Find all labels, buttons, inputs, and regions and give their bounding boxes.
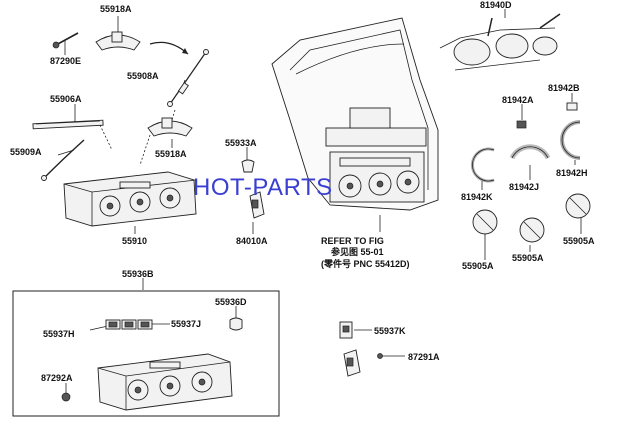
- label-81942J: 81942J: [509, 182, 540, 192]
- direction-arrow: [149, 41, 189, 55]
- rod-55906A: [32, 119, 104, 130]
- guide-lines: [99, 109, 176, 166]
- label-55905A-mid: 55905A: [512, 253, 544, 263]
- label-55905A-right: 55905A: [563, 236, 595, 246]
- watermark-text: HOT-PARTS: [193, 174, 333, 201]
- kit-box-55936B: [12, 290, 280, 417]
- label-55937H: 55937H: [43, 329, 75, 339]
- label-55936D: 55936D: [215, 297, 247, 307]
- label-81940D: 81940D: [480, 0, 512, 10]
- cap-55936D: [229, 317, 243, 331]
- arc-81942J: [509, 144, 551, 160]
- leader-lines: [57, 9, 582, 393]
- rod-55909A: [41, 139, 85, 181]
- label-55933A: 55933A: [225, 138, 257, 148]
- cable-55908A: [167, 49, 209, 107]
- dashboard-panel: [271, 17, 439, 211]
- screw-87292A: [61, 392, 71, 402]
- label-55909A: 55909A: [10, 147, 42, 157]
- knob-55905A-mid: [519, 217, 545, 243]
- knob-55905A-left: [472, 209, 498, 235]
- clip-55933A: [241, 159, 255, 173]
- knob-55918A-top: [95, 31, 141, 51]
- ring-81942H: [560, 120, 581, 160]
- label-55905A-left: 55905A: [462, 261, 494, 271]
- screw-87290E: [52, 32, 79, 49]
- label-55910: 55910: [122, 236, 148, 246]
- reference-note: REFER TO FIG 参见图 55-01 (零件号 PNC 55412D): [321, 236, 410, 270]
- reference-line-3: (零件号 PNC 55412D): [321, 258, 410, 269]
- label-87292A: 87292A: [41, 373, 73, 383]
- label-81942B: 81942B: [548, 83, 580, 93]
- control-unit-55910: [63, 171, 197, 227]
- label-55937J: 55937J: [171, 319, 202, 329]
- reference-line-2: 参见图 55-01: [331, 247, 384, 258]
- buttons-55937H-55937J: [105, 319, 153, 330]
- reference-line-1: REFER TO FIG: [321, 236, 384, 246]
- label-55918A-mid: 55918A: [155, 149, 187, 159]
- knob-55905A-right: [565, 193, 591, 219]
- label-81942H: 81942H: [556, 168, 588, 178]
- label-81942A: 81942A: [502, 95, 534, 105]
- bulb-81942B: [566, 102, 578, 111]
- label-55918A-top: 55918A: [100, 4, 132, 14]
- label-87290E: 87290E: [50, 56, 82, 66]
- switch-84010A: [249, 191, 265, 219]
- ring-81942K: [471, 147, 495, 183]
- label-84010A: 84010A: [236, 236, 268, 246]
- switch-assembly-81940D: [439, 13, 561, 71]
- button-55937K: [339, 321, 353, 339]
- label-87291A: 87291A: [408, 352, 440, 362]
- label-55937K: 55937K: [374, 326, 406, 336]
- switch-87291A: [343, 349, 383, 377]
- bulb-81942A: [516, 120, 527, 129]
- label-55936B: 55936B: [122, 269, 154, 279]
- control-unit-55936B: [97, 353, 233, 411]
- knob-55918A-mid: [147, 117, 193, 137]
- label-55906A: 55906A: [50, 94, 82, 104]
- label-55908A: 55908A: [127, 71, 159, 81]
- label-81942K: 81942K: [461, 192, 493, 202]
